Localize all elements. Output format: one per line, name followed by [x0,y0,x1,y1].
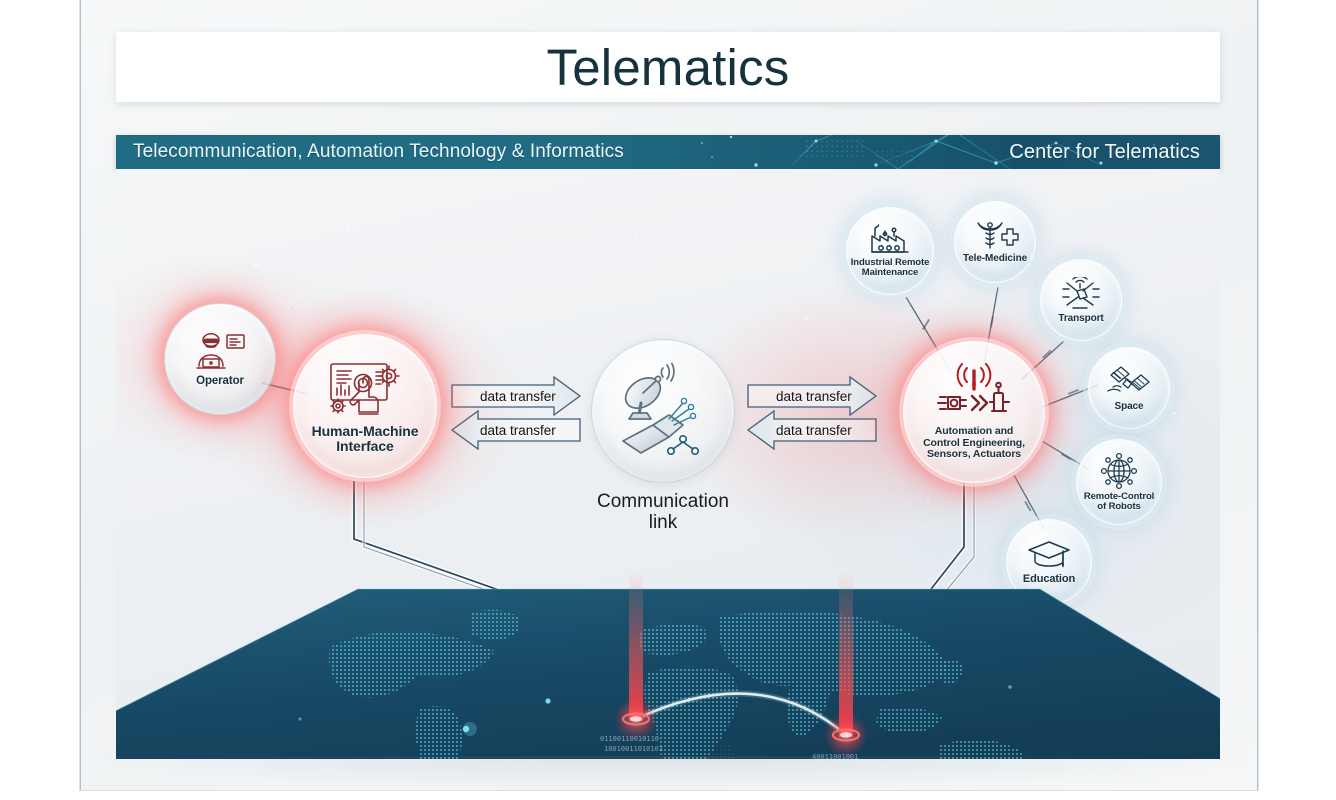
node-automation-label: Automation and Control Engineering, Sens… [923,425,1025,461]
node-medicine-label: Tele-Medicine [962,252,1028,264]
node-space[interactable]: Space [1088,347,1170,429]
page-title: Telematics [546,38,790,96]
node-operator-label: Operator [196,374,244,387]
node-industrial-remote-maintenance[interactable]: Industrial Remote Maintenance [846,207,934,295]
panel-right-edge [1257,0,1258,790]
node-industrial-label: Industrial Remote Maintenance [850,256,930,278]
node-hmi-label: Human-Machine Interface [311,422,419,454]
beacon-beam-east [839,569,853,737]
globe-network-icon [1098,452,1140,490]
world-map-platform: 01100110010110 10010011010101 4001100100… [116,569,1220,759]
node-transport-label: Transport [1058,312,1104,324]
graduation-cap-icon [1026,539,1072,571]
arrow-automation-to-comm [746,409,877,451]
header-subtitle-left: Telecommunication, Automation Technology… [133,141,624,162]
panel-left-edge [80,0,81,790]
dashboard-hand-gear-icon [326,359,404,419]
satellite-dish-fiber-icon [611,361,715,459]
vr-operator-laptop-icon [193,332,247,372]
node-remote-control-robots[interactable]: Remote-Control of Robots [1076,439,1162,525]
arrow-hmi-to-comm [451,375,582,417]
diagram-canvas: data transfer data transfer data transfe… [116,169,1220,759]
beacon-beam-west [629,569,643,721]
platform-connection-arc [635,692,847,736]
node-robots-label: Remote-Control of Robots [1083,490,1155,512]
platform-graphic: 01100110010110 10010011010101 4001100100… [116,569,1220,759]
connected-vehicle-icon [1059,275,1103,311]
header-bar: Telecommunication, Automation Technology… [116,135,1220,169]
title-card: Telematics [116,32,1220,102]
node-education-label: Education [1022,573,1076,585]
node-human-machine-interface[interactable]: Human-Machine Interface [293,334,437,478]
node-transport[interactable]: Transport [1040,259,1122,341]
node-operator[interactable]: Operator [164,303,276,415]
panel-bottom-shadow [88,756,1248,790]
telemetry-text-west-2: 10010011010101 [604,745,663,753]
telemetry-text-west: 01100110010110 [600,735,659,743]
link-data-ticks [922,316,1079,512]
arrow-label-hmi-to-comm: data transfer [480,389,556,404]
arrow-label-automation-to-comm: data transfer [776,423,852,438]
satellite-icon [1107,365,1151,399]
arrow-label-comm-to-automation: data transfer [776,389,852,404]
node-space-label: Space [1114,400,1144,412]
node-communication-link-label: Communication link [597,491,729,533]
node-tele-medicine[interactable]: Tele-Medicine [954,201,1036,283]
arrow-comm-to-automation [747,375,878,417]
factory-icon [868,223,912,256]
beacon-east [824,713,868,757]
node-communication-link[interactable] [591,339,735,483]
arrow-comm-to-hmi [450,409,581,451]
header-subtitle-right: Center for Telematics [1009,140,1200,163]
data-transfer-arrows [450,375,878,451]
header-network-graphic [675,135,1155,169]
arrow-label-comm-to-hmi: data transfer [480,423,556,438]
caduceus-cross-icon [971,221,1019,251]
antenna-sensor-actuator-icon [932,363,1016,423]
beacon-west [614,697,658,741]
telemetry-text-east: 40011001001 [812,753,858,759]
node-automation-control[interactable]: Automation and Control Engineering, Sens… [903,341,1045,483]
